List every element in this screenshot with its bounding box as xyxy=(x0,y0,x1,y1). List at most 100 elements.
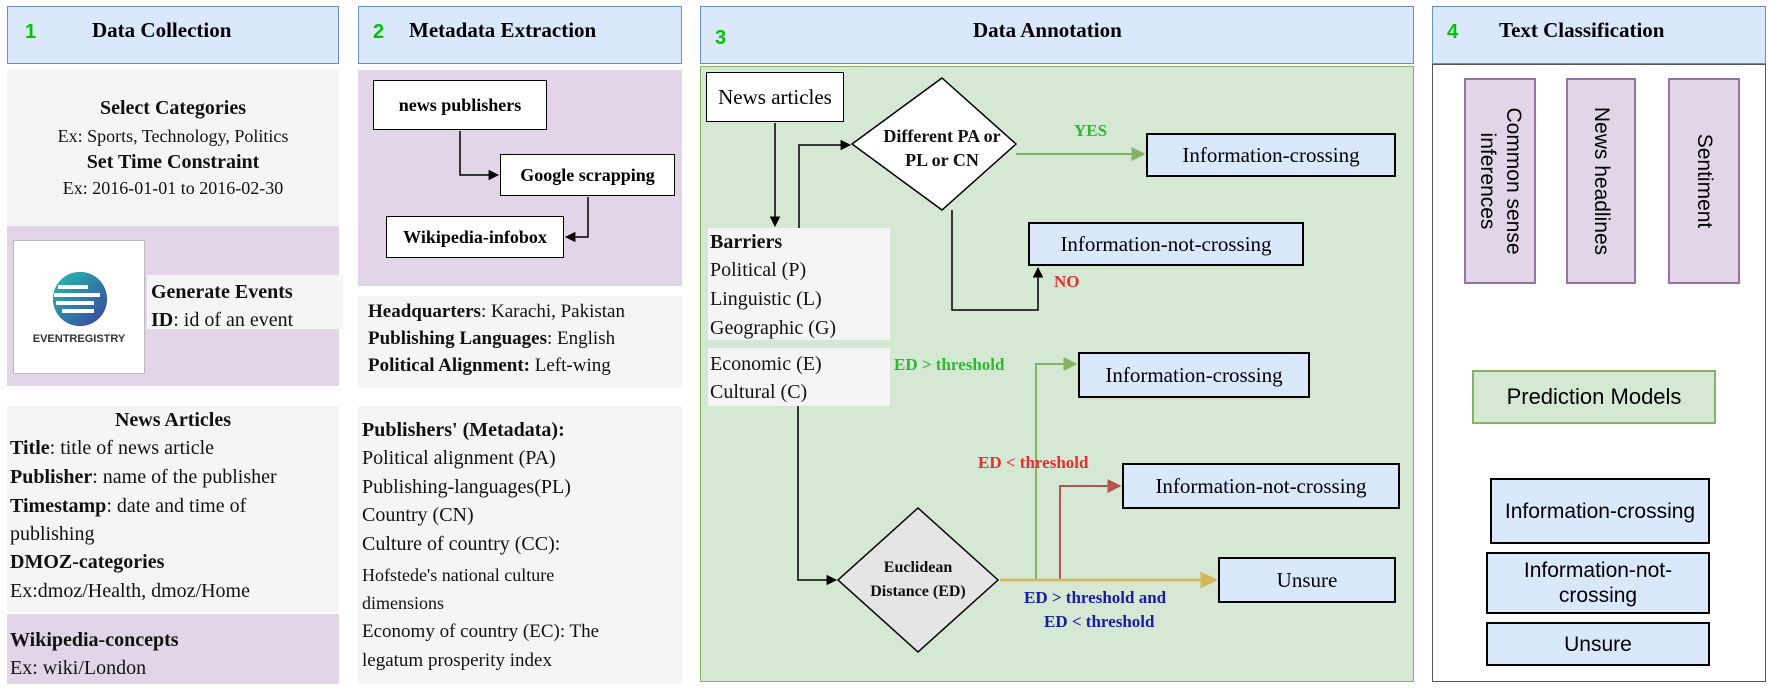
hq-label: Headquarters xyxy=(368,301,481,322)
unsure-box: Unsure xyxy=(1218,557,1396,603)
yes-label: YES xyxy=(1074,121,1108,140)
input-news-headlines: News headlines xyxy=(1566,78,1636,284)
select-categories-label: Select Categories xyxy=(99,97,247,119)
input-common-sense-line2: inferences xyxy=(1476,132,1499,230)
input-common-sense-line1: Common sense xyxy=(1502,107,1525,255)
eventregistry-logo-icon xyxy=(53,272,107,326)
ed-lt-label: ED < threshold xyxy=(978,453,1089,472)
decision-text-2: PL or CN xyxy=(905,150,979,170)
event-id-value: : id of an event xyxy=(173,309,294,331)
event-id-row: ID: id of an event xyxy=(151,306,293,334)
ed-text-2: Distance (ED) xyxy=(870,583,966,600)
input-sentiment: Sentiment xyxy=(1668,78,1740,284)
info-not-crossing-box-2: Information-not-crossing xyxy=(1122,463,1400,509)
barrier-economic: Economic (E) xyxy=(710,353,822,375)
article-timestamp-label: Timestamp xyxy=(10,495,107,517)
time-constraint-label: Set Time Constraint xyxy=(86,151,260,173)
out-unsure: Unsure xyxy=(1486,622,1710,666)
section-4-title: Text Classification xyxy=(1499,18,1665,42)
info-crossing-box-2: Information-crossing xyxy=(1078,352,1310,398)
prediction-models-label: Prediction Models xyxy=(1506,384,1682,409)
section-4-header: 4 Text Classification xyxy=(1432,6,1766,64)
meta-item-pa: Political alignment (PA) xyxy=(362,447,556,469)
events-panel: EVENTREGISTRY Generate Events ID: id of … xyxy=(7,226,343,386)
article-timestamp-cont: publishing xyxy=(10,523,95,545)
lang-row: Publishing Languages: English xyxy=(368,325,615,353)
article-title-label: Title xyxy=(10,437,50,459)
dmoz-label: DMOZ-categories xyxy=(10,551,165,573)
barriers-box-top xyxy=(708,228,890,340)
pol-row: Political Alignment: Left-wing xyxy=(368,352,611,380)
section-2-title: Metadata Extraction xyxy=(409,18,597,42)
article-title-value: : title of news article xyxy=(49,437,215,459)
news-publishers-box: news publishers xyxy=(373,80,547,130)
lang-label: Publishing Languages xyxy=(368,328,547,349)
decision-diamond xyxy=(850,77,1018,211)
meta-item-cc-desc1: Hofstede's national culture xyxy=(362,565,555,585)
meta-item-pl: Publishing-languages(PL) xyxy=(362,476,571,498)
meta-item-ec-desc: legatum prosperity index xyxy=(362,650,552,671)
section-3-number: 3 xyxy=(715,27,727,49)
ed-gt-label: ED > threshold xyxy=(894,355,1005,374)
out-info-not-crossing: Information-not- crossing xyxy=(1486,552,1710,614)
wiki-example: Ex: wiki/London xyxy=(10,657,147,679)
section-1-header: 1 Data Collection xyxy=(7,6,339,64)
publishers-metadata-title: Publishers' (Metadata): xyxy=(362,419,565,441)
section-1-title: Data Collection xyxy=(92,18,232,42)
article-publisher-value: : name of the publisher xyxy=(92,466,277,488)
wikipedia-infobox-box: Wikipedia-infobox xyxy=(386,216,564,258)
article-publisher-label: Publisher xyxy=(10,466,93,488)
prediction-models-box: Prediction Models xyxy=(1472,370,1716,424)
pol-value: Left-wing xyxy=(530,355,611,376)
meta-item-cc: Culture of country (CC): xyxy=(362,533,561,555)
section-4-number: 4 xyxy=(1447,21,1459,43)
ed-both-label-1: ED > threshold and xyxy=(1024,588,1167,607)
info-not-crossing-box-1: Information-not-crossing xyxy=(1028,222,1304,266)
article-title-row: Title: title of news article xyxy=(10,434,214,462)
time-example: Ex: 2016-01-01 to 2016-02-30 xyxy=(62,178,284,198)
section-3-header: 3 Data Annotation xyxy=(700,6,1414,64)
meta-item-cc-desc2: dimensions xyxy=(362,593,445,613)
barrier-geographic: Geographic (G) xyxy=(710,317,837,339)
event-id-label: ID xyxy=(151,309,174,331)
generate-events-label: Generate Events xyxy=(151,281,293,303)
ed-text-1: Euclidean xyxy=(883,559,953,576)
publisher-example-panel xyxy=(358,296,682,388)
barrier-cultural: Cultural (C) xyxy=(710,381,808,403)
meta-item-ec: Economy of country (EC): The xyxy=(362,621,600,642)
article-timestamp-value: : date and time of xyxy=(106,495,247,517)
wiki-label: Wikipedia-concepts xyxy=(10,629,179,651)
out-info-crossing: Information-crossing xyxy=(1490,478,1710,544)
news-articles-title: News Articles xyxy=(114,409,232,431)
ed-both-label-2: ED < threshold xyxy=(1044,612,1155,631)
article-publisher-row: Publisher: name of the publisher xyxy=(10,463,277,491)
section-2-number: 2 xyxy=(373,21,385,43)
input-news-headlines-label: News headlines xyxy=(1590,106,1613,256)
decision-text-1: Different PA or xyxy=(883,126,1001,146)
article-timestamp-row: Timestamp: date and time of xyxy=(10,492,246,520)
section-2-header: 2 Metadata Extraction xyxy=(358,6,682,64)
out-info-not-crossing-line2: crossing xyxy=(1558,584,1638,607)
euclidean-diamond xyxy=(836,506,1000,654)
barriers-box-bottom xyxy=(708,348,890,406)
pol-label: Political Alignment: xyxy=(368,355,531,376)
categories-panel: Select Categories Ex: Sports, Technology… xyxy=(7,70,339,226)
out-info-not-crossing-line1: Information-not- xyxy=(1523,559,1673,582)
hq-value: : Karachi, Pakistan xyxy=(480,301,625,322)
lang-value: : English xyxy=(547,328,616,349)
google-scrapping-box: Google scrapping xyxy=(500,154,675,196)
dmoz-example: Ex:dmoz/Health, dmoz/Home xyxy=(10,580,250,602)
generate-events-box xyxy=(147,275,343,329)
section-1-number: 1 xyxy=(25,21,37,43)
eventregistry-logo: EVENTREGISTRY xyxy=(13,240,145,374)
meta-item-cn: Country (CN) xyxy=(362,504,474,526)
barrier-political: Political (P) xyxy=(710,259,807,281)
wiki-panel: Wikipedia-concepts Ex: wiki/London xyxy=(7,614,339,684)
categories-example: Ex: Sports, Technology, Politics xyxy=(57,126,289,146)
input-sentiment-label: Sentiment xyxy=(1693,133,1716,229)
info-crossing-box-1: Information-crossing xyxy=(1146,133,1396,177)
barriers-title: Barriers xyxy=(710,231,783,253)
logo-text: EVENTREGISTRY xyxy=(32,333,126,345)
